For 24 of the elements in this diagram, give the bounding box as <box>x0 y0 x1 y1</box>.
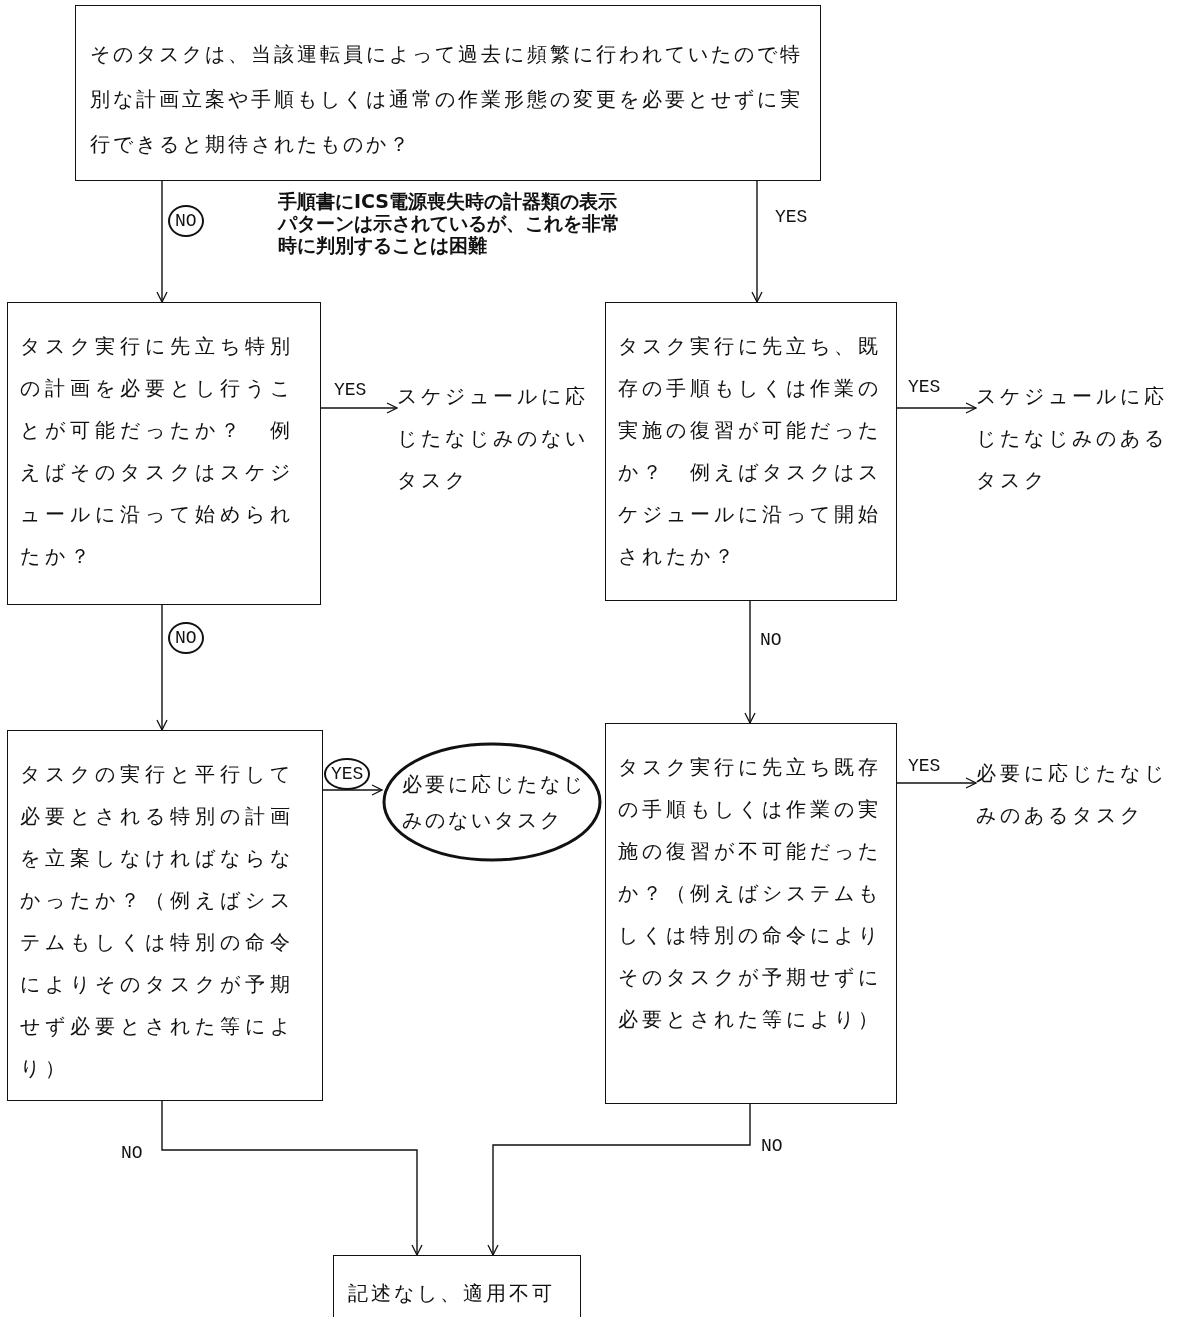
edge-label: NO <box>168 205 204 237</box>
arrow <box>161 1100 423 1256</box>
arrow <box>156 604 168 731</box>
edge-label: YES <box>324 758 371 790</box>
arrow <box>156 180 168 303</box>
process-box: タスク実行に先立ち既存の手順もしくは作業の実施の復習が不可能だったか？（例えばシステムもしくは特別の命令によりそのタスクが予期せずに必要とされた等により） <box>605 723 897 1104</box>
arrow <box>487 1103 751 1256</box>
process-box: タスクの実行と平行して必要とされる特別の計画を立案しなければならなかったか？（例えばシステムもしくは特別の命令によりそのタスクが予期せず必要とされた等により） <box>7 730 323 1101</box>
process-box: タスク実行に先立ち特別の計画を必要とし行うことが可能だったか？ 例えばそのタスクはスケジュールに沿って始められたか？ <box>7 302 321 605</box>
arrow <box>322 784 383 796</box>
handwritten-note: 手順書にICS電源喪失時の計器類の表示パターンは示されているが、これを非常時に判別することは困難 <box>278 190 621 256</box>
result-text: スケジュールに応じたなじみのないタスク <box>397 375 599 495</box>
process-box: そのタスクは、当該運転員によって過去に頻繁に行われていたので特別な計画立案や手順もしくは通常の作業形態の変更を必要とせずに実行できると期待されたものか？ <box>75 5 821 181</box>
arrow <box>896 777 977 789</box>
process-box: 記述なし、適用不可 <box>333 1255 581 1317</box>
arrow <box>320 402 398 414</box>
arrow <box>744 600 756 724</box>
arrow <box>896 402 977 414</box>
process-box: タスク実行に先立ち、既存の手順もしくは作業の実施の復習が可能だったか？ 例えばタスクはスケジュールに沿って開始されたか？ <box>605 302 897 601</box>
result-text: 必要に応じたなじみのあるタスク <box>976 752 1180 832</box>
result-text: スケジュールに応じたなじみのあるタスク <box>976 375 1180 495</box>
circled-result: 必要に応じたなじみのないタスク <box>382 742 602 862</box>
arrow <box>751 180 763 303</box>
edge-label: NO <box>168 622 204 654</box>
